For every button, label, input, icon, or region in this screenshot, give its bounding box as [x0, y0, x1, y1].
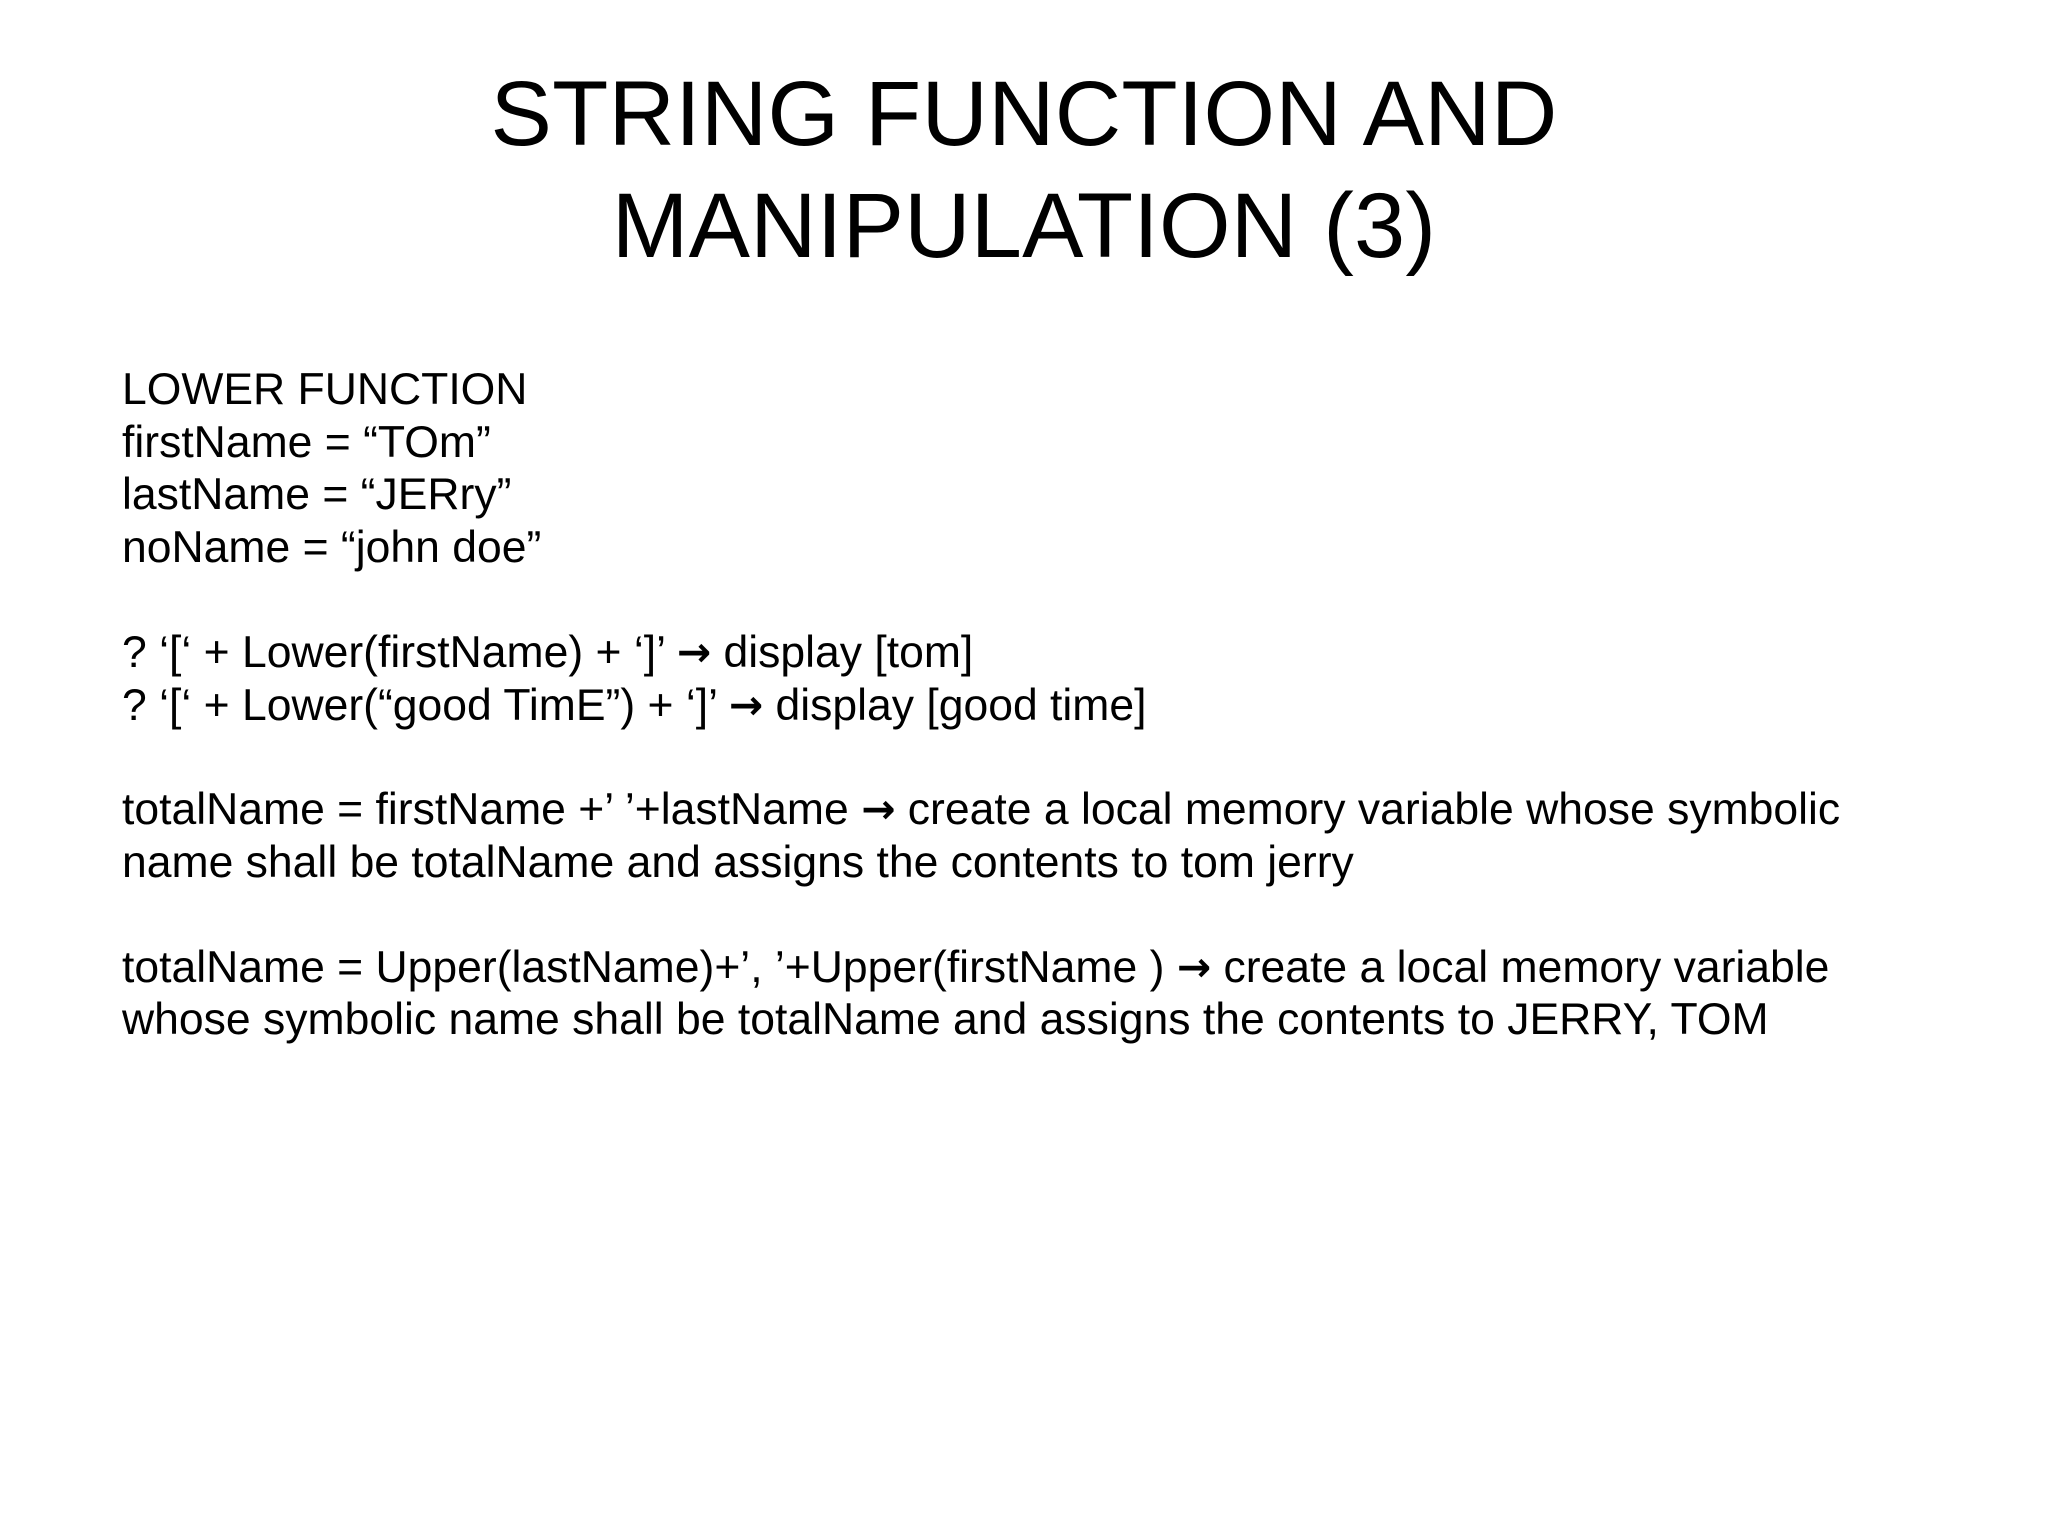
right-arrow-icon: →: [728, 680, 764, 729]
assignment-last-name: lastName = “JERry”: [122, 470, 512, 520]
paragraph-1-expression: totalName = firstName +’ ’+lastName: [122, 785, 862, 835]
title-line-1: STRING FUNCTION AND: [490, 63, 1558, 165]
right-arrow-icon: →: [676, 627, 712, 676]
query-1-expression: ? ‘[‘ + Lower(firstName) + ‘]’: [122, 627, 677, 677]
assignment-first-name: firstName = “TOm”: [122, 417, 491, 467]
body-heading-lower-function: LOWER FUNCTION: [122, 365, 528, 414]
right-arrow-icon: →: [1176, 942, 1212, 991]
slide-body: LOWER FUNCTION firstName = “TOm” lastNam…: [122, 364, 1922, 1047]
slide-title: STRING FUNCTION AND MANIPULATION (3): [150, 58, 1898, 282]
paragraph-2-expression: totalName = Upper(lastName)+’, ’+Upper(f…: [122, 942, 1177, 992]
title-line-2: MANIPULATION (3): [611, 175, 1437, 278]
paragraph-total-name-concat: totalName = firstName +’ ’+lastName → cr…: [122, 784, 1892, 889]
blank-line-2: [122, 732, 1922, 784]
paragraph-2-description: create a local memory variable whose sym…: [122, 942, 1842, 1045]
assignment-no-name: noName = “john doe”: [122, 523, 542, 573]
query-2-result: display [good time]: [763, 680, 1147, 730]
paragraph-1-description: create a local memory variable whose sym…: [122, 785, 1853, 888]
query-1-result: display [tom]: [711, 627, 974, 677]
query-2-expression: ? ‘[‘ + Lower(“good TimE”) + ‘]’: [122, 680, 729, 730]
blank-line-1: [122, 575, 1922, 627]
right-arrow-icon: →: [861, 785, 896, 834]
query-lower-first-name: ? ‘[‘ + Lower(firstName) + ‘]’ → display…: [122, 627, 1922, 680]
paragraph-total-name-upper: totalName = Upper(lastName)+’, ’+Upper(f…: [122, 942, 1892, 1047]
blank-line-3: [122, 890, 1922, 942]
query-lower-good-time: ? ‘[‘ + Lower(“good TimE”) + ‘]’ → displ…: [122, 680, 1922, 733]
